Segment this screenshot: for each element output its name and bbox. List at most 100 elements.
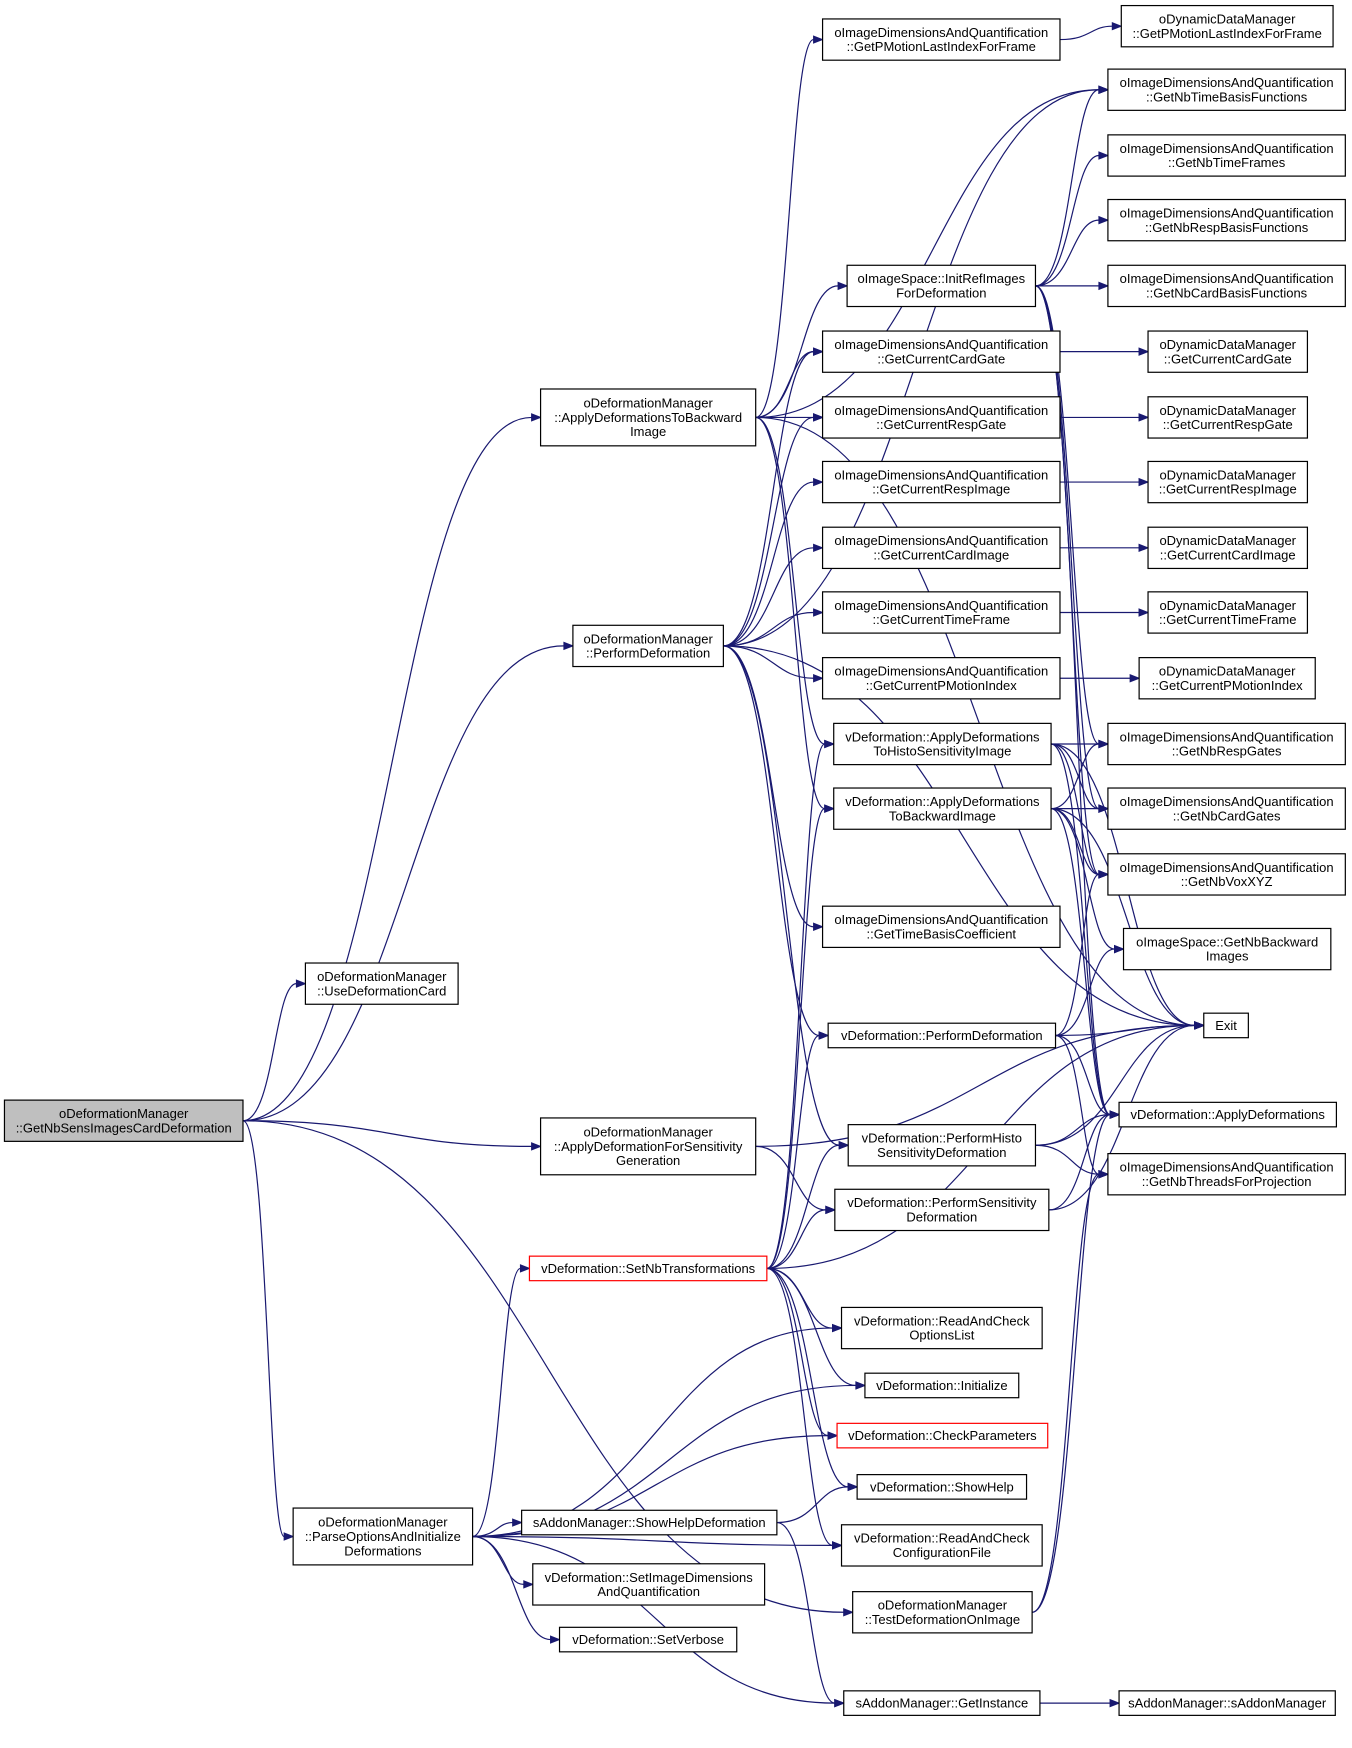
node-label: ForDeformation xyxy=(896,286,986,301)
node-getPMotion[interactable]: oImageDimensionsAndQuantification::GetPM… xyxy=(821,18,1061,61)
edge-performDef-to-exit xyxy=(723,645,1195,1027)
node-box xyxy=(821,657,1061,700)
node-label: vDeformation::ApplyDeformations xyxy=(845,729,1040,744)
arrowhead xyxy=(1109,1110,1121,1119)
node-testDefImg[interactable]: oDeformationManager::TestDeformationOnIm… xyxy=(852,1591,1033,1634)
node-vPerformDef[interactable]: vDeformation::PerformDeformation xyxy=(827,1022,1057,1049)
node-setVerbose[interactable]: vDeformation::SetVerbose xyxy=(558,1626,738,1653)
node-vCheckParams[interactable]: vDeformation::CheckParameters xyxy=(836,1422,1049,1449)
node-vInit[interactable]: vDeformation::Initialize xyxy=(864,1372,1020,1399)
node-applyDefBack[interactable]: oDeformationManager::ApplyDeformationsTo… xyxy=(539,388,757,447)
node-label: oDynamicDataManager xyxy=(1159,12,1296,27)
node-getTimeBasisCoef[interactable]: oImageDimensionsAndQuantification::GetTi… xyxy=(821,905,1061,949)
node-dynPMotion[interactable]: oDynamicDataManager::GetPMotionLastIndex… xyxy=(1120,4,1334,48)
node-dynRespGate[interactable]: oDynamicDataManager::GetCurrentRespGate xyxy=(1147,396,1309,439)
node-label: ::GetNbTimeBasisFunctions xyxy=(1146,89,1308,104)
node-vApplyHisto[interactable]: vDeformation::ApplyDeformationsToHistoSe… xyxy=(833,722,1052,766)
node-label: ::GetPMotionLastIndexForFrame xyxy=(847,39,1036,54)
arrowhead xyxy=(519,1264,531,1273)
edge-parseOpts-to-vReadOpts xyxy=(472,1327,833,1538)
node-getNbVoxXYZ[interactable]: oImageDimensionsAndQuantification::GetNb… xyxy=(1107,853,1346,896)
edge-parseOpts-to-setImgDim xyxy=(472,1535,524,1585)
node-parseOpts[interactable]: oDeformationManager::ParseOptionsAndInit… xyxy=(292,1507,474,1566)
node-getNbCardBasis[interactable]: oImageDimensionsAndQuantification::GetNb… xyxy=(1107,264,1346,308)
node-useDefCard[interactable]: oDeformationManager::UseDeformationCard xyxy=(304,962,459,1005)
edge-performDef-to-vPerformDef xyxy=(723,645,820,1037)
node-dynCardGate[interactable]: oDynamicDataManager::GetCurrentCardGate xyxy=(1147,330,1309,373)
node-dynTimeFrame[interactable]: oDynamicDataManager::GetCurrentTimeFrame xyxy=(1147,591,1309,634)
node-label: oImageDimensionsAndQuantification xyxy=(834,912,1048,927)
node-vShowHelp[interactable]: vDeformation::ShowHelp xyxy=(856,1474,1028,1500)
node-box xyxy=(836,1422,1049,1449)
node-label: ::GetCurrentPMotionIndex xyxy=(866,678,1018,693)
node-box xyxy=(864,1372,1020,1399)
node-vPerformHisto[interactable]: vDeformation::PerformHistoSensitivityDef… xyxy=(847,1124,1037,1167)
node-box xyxy=(1107,68,1346,111)
edge-initRef-to-getNbTimeFrames xyxy=(1035,154,1100,287)
node-label: oDeformationManager xyxy=(878,1598,1008,1613)
arrowhead xyxy=(847,1482,859,1492)
edge-vApplyBack-to-vApplyDefs xyxy=(1050,808,1111,1116)
node-label: oImageSpace::GetNbBackward xyxy=(1136,934,1318,949)
node-box xyxy=(840,1306,1043,1350)
node-getNbRespBasis[interactable]: oImageDimensionsAndQuantification::GetNb… xyxy=(1107,198,1346,242)
arrowhead xyxy=(283,1532,295,1541)
node-dynPMotionIdx[interactable]: oDynamicDataManager::GetCurrentPMotionIn… xyxy=(1138,657,1316,700)
node-vReadConf[interactable]: vDeformation::ReadAndCheckConfigurationF… xyxy=(840,1524,1043,1567)
node-box xyxy=(1107,264,1346,308)
node-label: ::GetNbRespBasisFunctions xyxy=(1145,220,1309,235)
node-getCurRespGate[interactable]: oImageDimensionsAndQuantification::GetCu… xyxy=(821,396,1061,439)
node-sAddonCtor[interactable]: sAddonManager::sAddonManager xyxy=(1118,1690,1336,1716)
node-getCurCardGate[interactable]: oImageDimensionsAndQuantification::GetCu… xyxy=(821,330,1061,373)
node-label: ::GetCurrentRespGate xyxy=(1163,417,1293,432)
node-getCurPMotionIdx[interactable]: oImageDimensionsAndQuantification::GetCu… xyxy=(821,657,1061,700)
node-vApplyDefs[interactable]: vDeformation::ApplyDeformations xyxy=(1118,1101,1338,1128)
node-getInstance[interactable]: sAddonManager::GetInstance xyxy=(843,1690,1041,1716)
node-box xyxy=(1203,1012,1249,1039)
node-getNbRespGates[interactable]: oImageDimensionsAndQuantification::GetNb… xyxy=(1107,722,1346,766)
node-dynCardImg[interactable]: oDynamicDataManager::GetCurrentCardImage xyxy=(1147,526,1309,570)
arrowhead xyxy=(1138,347,1150,356)
node-label: oDeformationManager xyxy=(583,396,713,411)
node-box xyxy=(821,460,1061,504)
node-showHelpDef[interactable]: sAddonManager::ShowHelpDeformation xyxy=(521,1509,778,1536)
node-vApplyBack[interactable]: vDeformation::ApplyDeformationsToBackwar… xyxy=(833,787,1052,830)
node-label: ::TestDeformationOnImage xyxy=(865,1612,1020,1627)
node-label: oDynamicDataManager xyxy=(1159,337,1296,352)
node-label: ::GetNbThreadsForProjection xyxy=(1142,1174,1312,1189)
arrowhead xyxy=(837,281,849,291)
edge-vPerformDef-to-getNbThreads xyxy=(1055,1034,1100,1175)
node-setNbTrans[interactable]: vDeformation::SetNbTransformations xyxy=(528,1255,768,1282)
node-getNbTimeFrames[interactable]: oImageDimensionsAndQuantification::GetNb… xyxy=(1107,134,1346,177)
node-vPerformSens[interactable]: vDeformation::PerformSensitivityDeformat… xyxy=(834,1188,1050,1232)
node-getNbTimeBasis[interactable]: oImageDimensionsAndQuantification::GetNb… xyxy=(1107,68,1346,111)
node-box xyxy=(1147,330,1309,373)
arrowhead xyxy=(838,1141,850,1150)
arrowhead xyxy=(1098,151,1110,160)
node-label: ::GetNbVoxXYZ xyxy=(1181,874,1273,889)
node-box xyxy=(821,330,1061,373)
arrowhead xyxy=(813,674,824,683)
node-box xyxy=(821,396,1061,439)
node-getCurCardImg[interactable]: oImageDimensionsAndQuantification::GetCu… xyxy=(821,526,1061,570)
node-box xyxy=(1107,787,1346,830)
edge-vPerformDef-to-vApplyDefs xyxy=(1055,1034,1111,1116)
node-getNbThreads[interactable]: oImageDimensionsAndQuantification::GetNb… xyxy=(1107,1153,1346,1196)
edge-root-to-applyDefBack xyxy=(242,416,532,1122)
node-applyDefSens[interactable]: oDeformationManager::ApplyDeformationFor… xyxy=(539,1117,757,1176)
node-dynRespImg[interactable]: oDynamicDataManager::GetCurrentRespImage xyxy=(1147,460,1309,504)
arrowhead xyxy=(813,543,824,553)
node-setImgDim[interactable]: vDeformation::SetImageDimensionsAndQuant… xyxy=(532,1563,766,1606)
node-getCurTimeFrame[interactable]: oImageDimensionsAndQuantification::GetCu… xyxy=(821,591,1061,634)
node-getCurRespImg[interactable]: oImageDimensionsAndQuantification::GetCu… xyxy=(821,460,1061,504)
node-label: oImageDimensionsAndQuantification xyxy=(1120,75,1334,90)
node-label: oImageDimensionsAndQuantification xyxy=(1120,794,1334,809)
node-getNbCardGates[interactable]: oImageDimensionsAndQuantification::GetNb… xyxy=(1107,787,1346,830)
node-label: vDeformation::ReadAndCheck xyxy=(854,1313,1030,1328)
node-performDef[interactable]: oDeformationManager::PerformDeformation xyxy=(572,624,724,668)
node-exit[interactable]: Exit xyxy=(1203,1012,1249,1039)
node-root[interactable]: oDeformationManager::GetNbSensImagesCard… xyxy=(3,1099,244,1142)
